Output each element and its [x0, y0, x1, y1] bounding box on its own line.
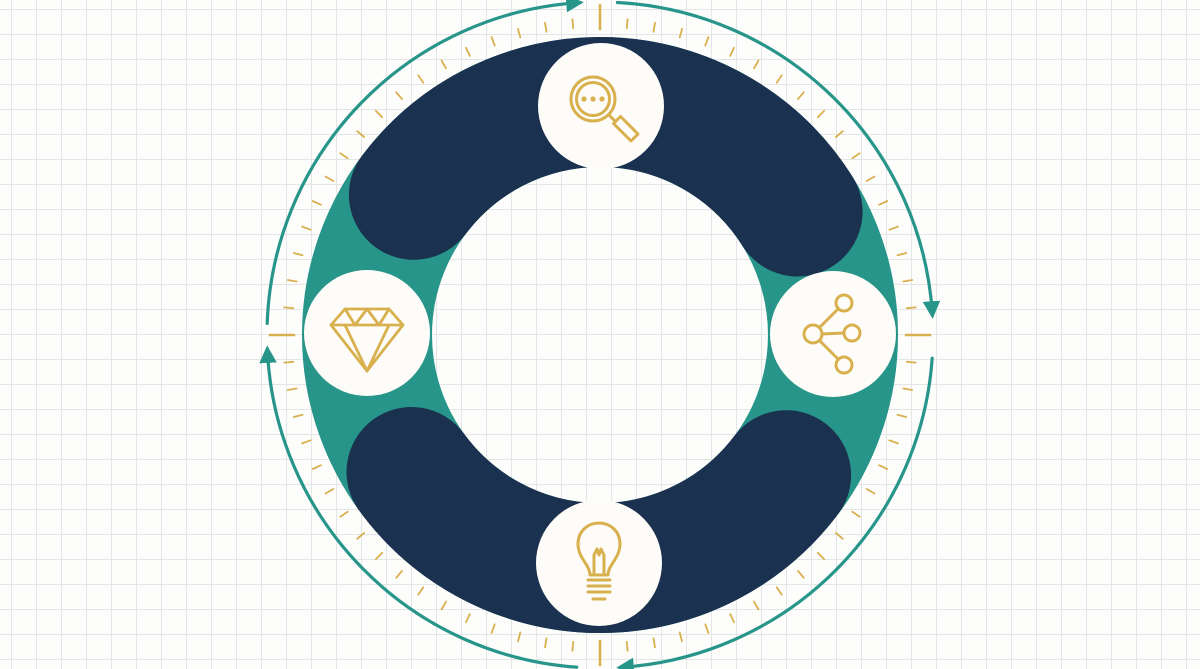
tick-mark — [301, 439, 312, 445]
stage-nodes — [304, 43, 896, 626]
tick-mark — [356, 532, 366, 540]
stage-node-left — [304, 270, 430, 396]
flow-arrow — [615, 0, 941, 319]
tick-mark — [704, 36, 710, 47]
lightbulb-icon — [576, 521, 622, 601]
tick-mark — [865, 488, 876, 495]
magnifier-search-icon — [569, 75, 640, 143]
tick-mark — [292, 252, 304, 257]
tick-mark — [517, 631, 522, 643]
diamond-icon — [329, 307, 405, 373]
flow-arrow — [265, 0, 584, 325]
flow-arrows — [259, 0, 941, 669]
tick-mark — [753, 600, 760, 611]
tick-mark — [835, 130, 844, 138]
tick-mark — [517, 27, 522, 39]
tick-mark — [440, 600, 447, 611]
tick-mark — [902, 279, 914, 283]
tick-mark — [571, 640, 575, 652]
share-network-icon — [802, 293, 862, 375]
tick-mark — [896, 413, 908, 418]
tick-mark — [544, 21, 548, 33]
tick-mark — [797, 91, 805, 100]
tick-mark — [286, 387, 298, 391]
tick-mark — [905, 360, 917, 364]
tick-mark — [775, 586, 783, 596]
tick-mark — [835, 532, 844, 540]
tick-marks — [268, 3, 932, 667]
tick-mark — [729, 613, 735, 624]
tick-mark — [678, 631, 683, 643]
stage-node-top — [538, 43, 664, 169]
tick-mark — [851, 510, 861, 518]
tick-mark — [625, 18, 629, 30]
tick-mark — [417, 586, 425, 596]
tick-mark — [896, 252, 908, 257]
tick-mark — [865, 175, 876, 182]
tick-mark — [374, 551, 384, 561]
tick-mark — [283, 306, 295, 310]
tick-mark — [652, 637, 656, 649]
tick-mark — [356, 130, 366, 138]
tick-mark — [851, 152, 861, 160]
tick-mark — [490, 36, 496, 47]
flow-arrow — [259, 345, 579, 669]
tick-mark — [311, 464, 322, 470]
tick-mark — [571, 18, 575, 30]
tick-mark — [490, 623, 496, 634]
tick-mark — [775, 74, 783, 84]
flow-arrow — [616, 356, 934, 669]
tick-mark — [625, 640, 629, 652]
tick-mark — [905, 306, 917, 310]
tick-mark — [324, 488, 335, 495]
tick-mark — [339, 510, 349, 518]
tick-mark — [440, 59, 447, 70]
ring-navy-segments — [346, 37, 863, 633]
tick-mark — [395, 91, 403, 100]
tick-mark — [374, 109, 384, 119]
tick-mark — [417, 74, 425, 84]
stage-node-bottom — [536, 500, 662, 626]
tick-mark — [301, 225, 312, 231]
tick-mark — [324, 175, 335, 182]
tick-mark — [678, 27, 683, 39]
tick-mark — [286, 279, 298, 283]
tick-mark — [311, 200, 322, 206]
tick-mark — [878, 200, 889, 206]
tick-mark — [652, 21, 656, 33]
tick-mark — [797, 570, 805, 579]
tick-mark — [292, 413, 304, 418]
tick-mark — [544, 637, 548, 649]
stage-node-right — [770, 271, 896, 397]
cycle-ring — [302, 37, 898, 633]
tick-mark — [465, 613, 471, 624]
tick-mark — [902, 387, 914, 391]
tick-mark — [878, 464, 889, 470]
tick-mark — [816, 551, 826, 561]
tick-mark — [395, 570, 403, 579]
tick-mark — [816, 109, 826, 119]
tick-mark — [888, 225, 899, 231]
tick-mark — [729, 46, 735, 57]
tick-mark — [283, 360, 295, 364]
tick-mark — [339, 152, 349, 160]
tick-mark — [465, 46, 471, 57]
tick-mark — [704, 623, 710, 634]
tick-mark — [753, 59, 760, 70]
tick-mark — [888, 439, 899, 445]
